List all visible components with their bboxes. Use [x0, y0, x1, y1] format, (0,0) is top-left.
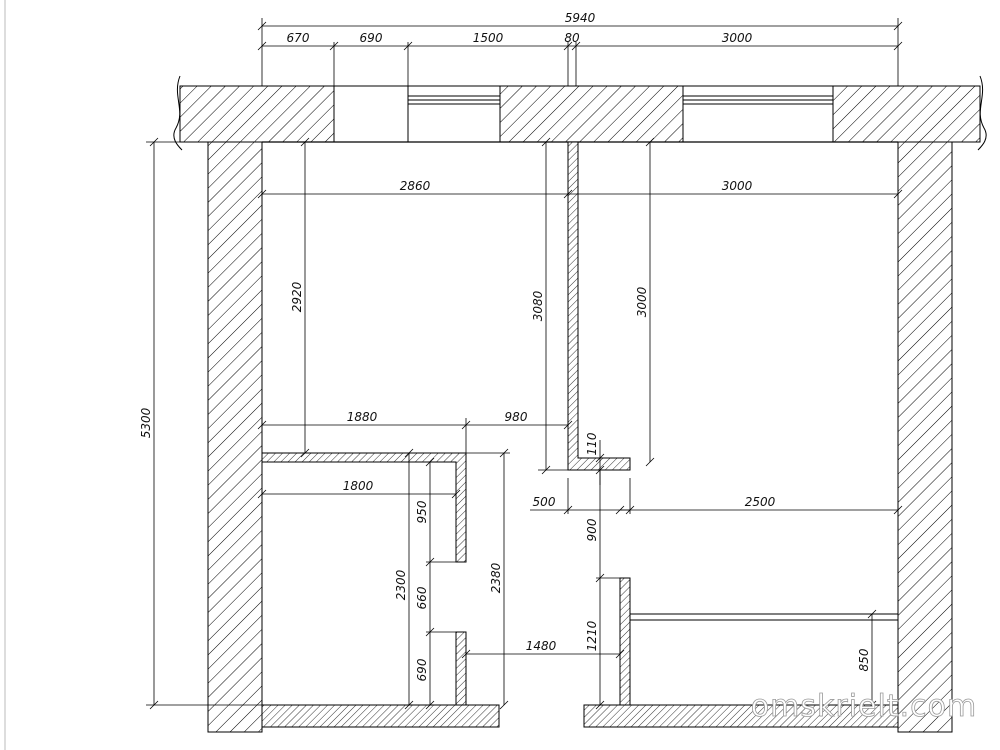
- wall-segment-top-right: [832, 85, 981, 143]
- dim-950: 950: [415, 500, 429, 523]
- dim-partition-3080: 3080: [531, 290, 545, 321]
- dim-right-room-width: 3000: [722, 179, 753, 193]
- bottom-partition-left: [261, 704, 500, 728]
- wall-segment-top-middle: [499, 85, 684, 143]
- dimension-labels: 5940 670 690 1500 80 3000 2860 3000 5300…: [139, 11, 871, 681]
- dim-900: 900: [585, 518, 599, 541]
- dim-980: 980: [505, 410, 528, 424]
- wall-segment-top-left: [179, 85, 335, 143]
- dim-total-height: 5300: [139, 407, 153, 438]
- break-line-right: [977, 75, 987, 151]
- dim-110: 110: [585, 432, 599, 455]
- left-l-partition: [261, 452, 467, 563]
- right-lower-partition: [619, 577, 631, 706]
- dim-right-room-depth: 3000: [635, 286, 649, 317]
- right-wall: [897, 141, 953, 733]
- dim-850: 850: [857, 648, 871, 671]
- dim-2500: 2500: [745, 495, 776, 509]
- dim-top-690: 690: [360, 31, 383, 45]
- dim-left-room-depth: 2920: [290, 281, 304, 312]
- dim-1480: 1480: [526, 639, 557, 653]
- left-lower-partition: [455, 631, 467, 706]
- dim-660: 660: [415, 586, 429, 609]
- dimension-lines: [146, 18, 903, 710]
- left-wall: [207, 141, 263, 733]
- dim-690: 690: [415, 658, 429, 681]
- window-right: [682, 85, 834, 143]
- dim-total-width: 5940: [565, 11, 596, 25]
- top-wall: [173, 75, 987, 151]
- dim-2380: 2380: [489, 562, 503, 593]
- dim-left-room-width: 2860: [400, 179, 431, 193]
- dim-2300: 2300: [394, 569, 408, 600]
- central-partition: [567, 141, 631, 471]
- dim-1880: 1880: [347, 410, 378, 424]
- watermark-text: omskrielt.com: [751, 689, 977, 724]
- dim-top-80: 80: [564, 31, 580, 45]
- dim-top-670: 670: [287, 31, 310, 45]
- dim-500: 500: [533, 495, 556, 509]
- dim-top-1500: 1500: [473, 31, 504, 45]
- dim-1800: 1800: [343, 479, 374, 493]
- break-line-left: [173, 75, 183, 151]
- dim-top-3000: 3000: [722, 31, 753, 45]
- window-left: [407, 85, 501, 143]
- dim-1210: 1210: [585, 620, 599, 651]
- bottom-partition-right: [583, 704, 899, 728]
